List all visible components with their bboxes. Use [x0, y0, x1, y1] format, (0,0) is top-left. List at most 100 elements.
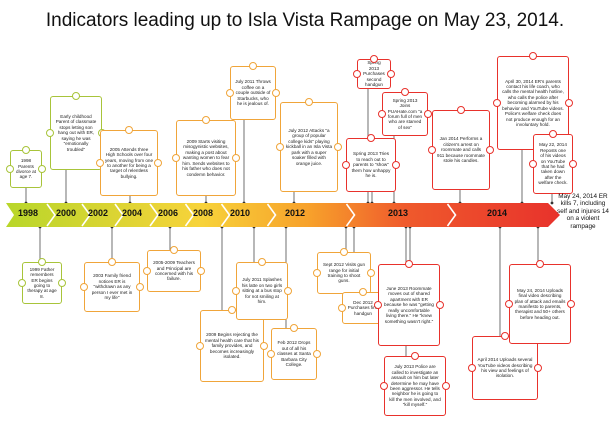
puzzle-nub-top [536, 260, 544, 268]
puzzle-nub-top [457, 106, 465, 114]
event-text: 2009 Begins rejecting the mental health … [205, 332, 259, 360]
puzzle-nub-left [378, 110, 386, 118]
puzzle-nub-left [226, 89, 234, 97]
event-text: Sept 2012 Visits gun range for initial t… [322, 262, 366, 284]
event-piece-e2013a: Spring 2013 Purchases second handgun [357, 59, 391, 89]
puzzle-nub-left [493, 99, 501, 107]
event-text: 2005 Attends three High Schools over fou… [105, 146, 153, 179]
puzzle-nub-top [340, 248, 348, 256]
final-event-label: May 24, 2014 ER kills 7, including self … [557, 193, 609, 230]
event-piece-e1999b: 1999 Father remembers ER begins going to… [22, 262, 62, 304]
puzzle-nub-left [196, 342, 204, 350]
puzzle-nub-left [374, 301, 382, 309]
year-label-2008: 2008 [192, 208, 214, 218]
puzzle-nub-top [249, 62, 257, 70]
event-text: 1999 Father remembers ER begins going to… [27, 266, 57, 299]
puzzle-nub-right [313, 350, 321, 358]
puzzle-nub-top [228, 306, 236, 314]
puzzle-nub-right [565, 99, 573, 107]
puzzle-nub-right [569, 160, 577, 168]
event-text: April 30, 2014 ER's parents contact his … [502, 78, 564, 127]
puzzle-nub-left [380, 382, 388, 390]
year-label-2010: 2010 [229, 208, 251, 218]
puzzle-nub-top [202, 116, 210, 124]
year-label-2013: 2013 [387, 208, 409, 218]
event-text: 1998 Parents divorce at age 7. [16, 158, 36, 180]
year-label-2006: 2006 [157, 208, 179, 218]
event-piece-e2011b: July 2011 Splashes his latte on two girl… [236, 262, 288, 320]
event-piece-e2011a: July 2011 Throws coffee on a couple outs… [230, 66, 276, 120]
event-text: Spring 2013 Joins PUAHate.com "a forum f… [387, 97, 423, 130]
puzzle-nub-left [172, 154, 180, 162]
puzzle-nub-top [529, 52, 537, 60]
event-piece-e2014c: May 22, 2014 Reposts one of his videos o… [533, 134, 573, 194]
year-chevron [220, 203, 231, 227]
year-chevron [266, 203, 277, 227]
puzzle-nub-top [549, 130, 557, 138]
event-piece-e2013e: July 2013 Police are called to investiga… [384, 356, 446, 416]
puzzle-nub-right [197, 267, 205, 275]
puzzle-nub-top [370, 55, 378, 63]
event-text: 2009 Starts visiting misogynistic websit… [182, 139, 230, 177]
event-piece-e2000a: Early childhood Parent of classmate stop… [50, 96, 102, 170]
event-text: Feb 2012 Drops out of all his classes at… [277, 340, 311, 368]
event-text: Spring 2013 Purchases second handgun [363, 60, 385, 88]
puzzle-nub-right [232, 154, 240, 162]
year-label-2004: 2004 [121, 208, 143, 218]
event-piece-e2013b: Spring 2013 Joins PUAHate.com "a forum f… [382, 92, 428, 136]
puzzle-nub-left [468, 364, 476, 372]
puzzle-nub-top [125, 126, 133, 134]
puzzle-nub-top [290, 324, 298, 332]
puzzle-nub-left [46, 129, 54, 137]
puzzle-nub-left [353, 70, 361, 78]
year-label-1998: 1998 [17, 208, 39, 218]
puzzle-nub-right [154, 159, 162, 167]
event-text: Spring 2013 Tries to reach out to parent… [351, 151, 391, 179]
puzzle-nub-right [387, 70, 395, 78]
event-text: Jan 2014 Performs a citizen's arrest on … [437, 136, 485, 164]
puzzle-nub-right [534, 364, 542, 372]
puzzle-nub-right [567, 300, 575, 308]
event-text: May 24, 2014 Uploads final video describ… [514, 287, 566, 320]
puzzle-nub-top [38, 258, 46, 266]
puzzle-nub-top [501, 332, 509, 340]
event-piece-e2013c: Spring 2013 Tries to reach out to parent… [346, 138, 396, 192]
puzzle-nub-right [367, 269, 375, 277]
year-chevron [345, 203, 356, 227]
puzzle-nub-top [411, 352, 419, 360]
year-label-2000: 2000 [55, 208, 77, 218]
event-piece-e2009b: 2009 Begins rejecting the mental health … [200, 310, 264, 382]
event-piece-e2005a: 2005 Attends three High Schools over fou… [100, 130, 158, 196]
puzzle-nub-top [401, 88, 409, 96]
year-label-2002: 2002 [87, 208, 109, 218]
puzzle-nub-top [108, 258, 116, 266]
puzzle-nub-left [267, 350, 275, 358]
puzzle-nub-right [424, 110, 432, 118]
puzzle-nub-top [359, 288, 367, 296]
puzzle-nub-left [232, 287, 240, 295]
puzzle-nub-left [80, 283, 88, 291]
puzzle-nub-right [260, 342, 268, 350]
puzzle-nub-right [38, 165, 46, 173]
year-chevron [149, 203, 159, 227]
event-text: 2003 Family friend notices ER is "withdr… [91, 273, 133, 301]
event-piece-e2012a: July 2012 Attacks "a group of popular co… [280, 102, 338, 192]
year-label-2014: 2014 [486, 208, 508, 218]
puzzle-nub-right [284, 287, 292, 295]
event-text: Early childhood Parent of classmate stop… [55, 114, 97, 152]
puzzle-nub-right [58, 279, 66, 287]
event-piece-e2014e: May 24, 2014 Uploads final video describ… [509, 264, 571, 344]
puzzle-nub-top [258, 258, 266, 266]
puzzle-nub-top [170, 246, 178, 254]
event-piece-e2012c: Sept 2012 Visits gun range for initial t… [317, 252, 371, 294]
puzzle-nub-top [22, 146, 30, 154]
year-chevron [114, 203, 124, 227]
event-text: July 2013 Police are called to investiga… [389, 364, 441, 408]
event-piece-e2014a: Jan 2014 Performs a citizen's arrest on … [432, 110, 490, 190]
puzzle-nub-left [6, 165, 14, 173]
event-piece-e2013d: June 2013 Roommate moves out of shared a… [378, 264, 440, 346]
puzzle-nub-left [18, 279, 26, 287]
event-text: April 2014 Uploads several YouTube video… [477, 357, 533, 379]
year-chevrons [46, 203, 457, 227]
year-chevron [81, 203, 91, 227]
